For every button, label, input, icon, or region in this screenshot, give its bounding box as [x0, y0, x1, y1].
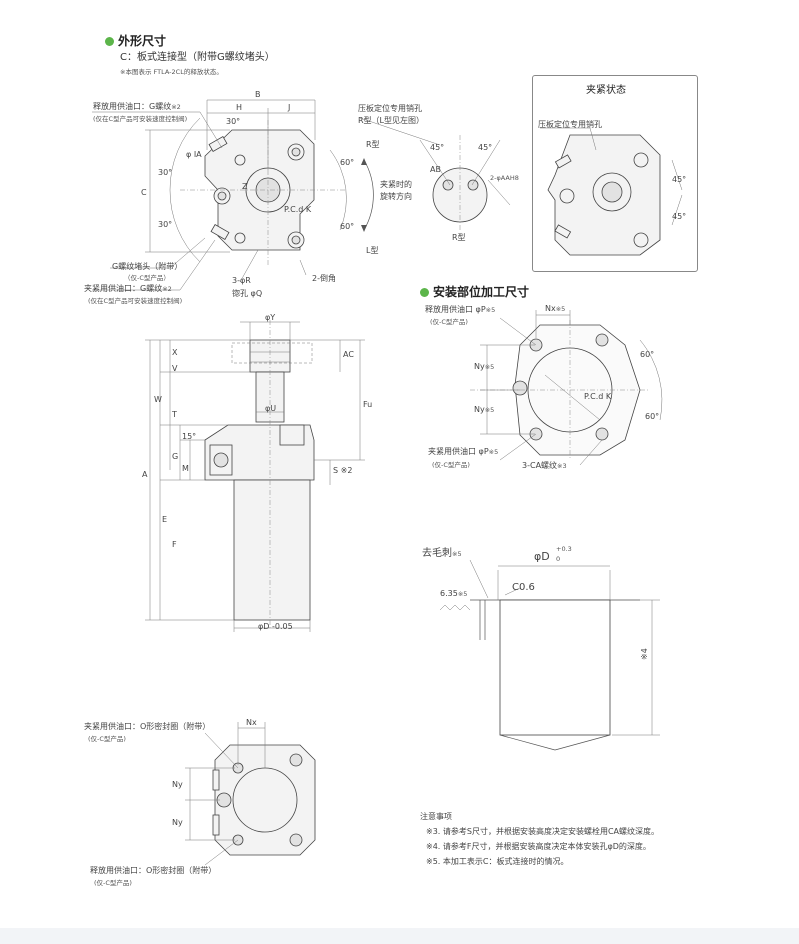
- deburr-label: 去毛刺※5: [422, 548, 462, 559]
- clamp-angle-1: 45°: [672, 175, 687, 184]
- note-3: ※3. 请参考S尺寸，并根据安装高度决定安装螺栓用CA螺纹深度。: [426, 827, 660, 836]
- dim-A: A: [142, 470, 148, 479]
- plug-sub: （仅-C型产品）: [124, 274, 170, 282]
- hole-R: 3-φR: [232, 276, 251, 285]
- label-phi-IA: φ IA: [186, 150, 202, 159]
- s2-dim-Ny-2: Ny※5: [474, 405, 495, 414]
- angle-30-left-lower: 30°: [158, 220, 173, 229]
- bottom-dim-Nx: Nx: [246, 718, 257, 727]
- dim-phi-U: φU: [265, 404, 277, 413]
- plug-label: G螺纹堵头（附带）: [112, 262, 183, 271]
- angle-30-top: 30°: [226, 117, 241, 126]
- rotation-label-2: 旋转方向: [380, 192, 412, 201]
- bore-tol-lower: 0: [556, 555, 561, 563]
- subtitle: C：板式连接型（附带G螺纹堵头）: [120, 52, 275, 63]
- dim-X: X: [172, 348, 178, 357]
- s2-angle-60-lower: 60°: [645, 412, 660, 421]
- s2-angle-60-upper: 60°: [640, 350, 655, 359]
- rotation-label-1: 夹紧时的: [380, 180, 412, 189]
- dim-15: 15°: [182, 432, 197, 441]
- bottom-clamp-oring: 夹紧用供油口：O形密封圈（附带）: [84, 722, 211, 731]
- pin-detail-title: 压板定位专用销孔: [358, 104, 422, 113]
- clamp-port-label: 夹紧用供油口：G螺纹※2: [84, 284, 172, 293]
- pin-dim-AB: AB: [430, 165, 441, 174]
- clamp-state-panel: [532, 75, 698, 272]
- bore-chamfer: C0.6: [512, 582, 535, 593]
- dim-W: W: [154, 395, 162, 404]
- dim-S: S ※2: [333, 466, 353, 475]
- label-Z: Z: [242, 182, 248, 191]
- angle-60-upper: 60°: [340, 158, 355, 167]
- clamp-angle-2: 45°: [672, 212, 687, 221]
- s2-release-sub: (仅-C型产品): [430, 318, 468, 326]
- side-view-body: [204, 339, 315, 621]
- dim-V: V: [172, 364, 178, 373]
- dim-E: E: [162, 515, 168, 524]
- angle-60-lower: 60°: [340, 222, 355, 231]
- green-dot-icon: [105, 37, 114, 46]
- release-port-label: 释放用供油口：G螺纹※2: [93, 102, 181, 111]
- note-5: ※5. 本加工表示C：板式连接时的情况。: [426, 857, 569, 866]
- dim-phi-Y: φY: [265, 313, 276, 322]
- note-4: ※4. 请参考F尺寸，并根据安装高度决定本体安装孔φD的深度。: [426, 842, 651, 851]
- angle-30-left-upper: 30°: [158, 168, 173, 177]
- bottom-release-oring: 释放用供油口：O形密封圈（附带）: [90, 866, 217, 875]
- pin-detail-subtitle: R型（L型见左图）: [358, 116, 425, 125]
- pin-r-type: R型: [452, 233, 466, 242]
- chamfer-label: 2-倒角: [312, 274, 336, 283]
- s2-dim-Nx: Nx※5: [545, 304, 566, 313]
- dim-F: F: [172, 540, 177, 549]
- bore-tol-upper: +0.3: [556, 545, 572, 553]
- notes-heading: 注意事项: [420, 812, 452, 821]
- bottom-dim-Ny-1: Ny: [172, 780, 183, 789]
- dim-M: M: [182, 464, 189, 473]
- bore-depth-note: ※4: [640, 648, 649, 660]
- section-title-outline: 外形尺寸: [105, 32, 166, 49]
- clamp-port-sub: (仅在C型产品可安装速度控制阀): [88, 297, 183, 305]
- clamp-state-title: 夹紧状态: [586, 85, 626, 96]
- counterbore: 锪孔 φQ: [232, 289, 263, 298]
- s2-thread: 3-CA螺纹※3: [522, 461, 567, 470]
- dim-T: T: [172, 410, 177, 419]
- dim-H: H: [236, 103, 243, 112]
- bottom-dim-Ny-2: Ny: [172, 818, 183, 827]
- label-pcd: P.C.d K: [284, 205, 312, 214]
- clamp-state-pin-label: 压板定位专用销孔: [538, 120, 602, 129]
- dim-phi-D: φD -0.05: [258, 622, 293, 631]
- pin-angle-1: 45°: [430, 143, 445, 152]
- bore-phi-D: φD: [534, 550, 550, 563]
- s2-dim-Ny-1: Ny※5: [474, 362, 495, 371]
- dim-J: J: [288, 103, 291, 112]
- pin-angle-2: 45°: [478, 143, 493, 152]
- roughness-label: 6.35※5: [440, 589, 468, 598]
- s2-release-port: 释放用供油口 φP※5: [425, 305, 496, 314]
- page-bottom-band: [0, 928, 799, 944]
- bottom-release-sub: (仅-C型产品): [94, 879, 132, 887]
- dim-B: B: [255, 90, 261, 99]
- s2-clamp-sub: (仅-C型产品): [432, 461, 470, 469]
- pin-hole-label: 2-φAAH8: [490, 174, 519, 182]
- bottom-clamp-sub: (仅-C型产品): [88, 735, 126, 743]
- label-r-type: R型: [366, 140, 380, 149]
- dim-C: C: [141, 188, 147, 197]
- dim-Fu: Fu: [363, 400, 373, 409]
- s2-pcd: P.C.d K: [584, 392, 612, 401]
- s2-clamp-port: 夹紧用供油口 φP※5: [428, 447, 499, 456]
- note-release-state: ※本图表示 FTLA-2CL的释放状态。: [120, 68, 223, 76]
- green-dot-icon: [420, 288, 429, 297]
- section-title-mounting: 安装部位加工尺寸: [420, 283, 529, 300]
- release-port-sub: (仅在C型产品可安装速度控制阀): [93, 115, 188, 123]
- label-l-type: L型: [366, 246, 379, 255]
- dim-AC: AC: [343, 350, 354, 359]
- dim-G: G: [172, 452, 179, 461]
